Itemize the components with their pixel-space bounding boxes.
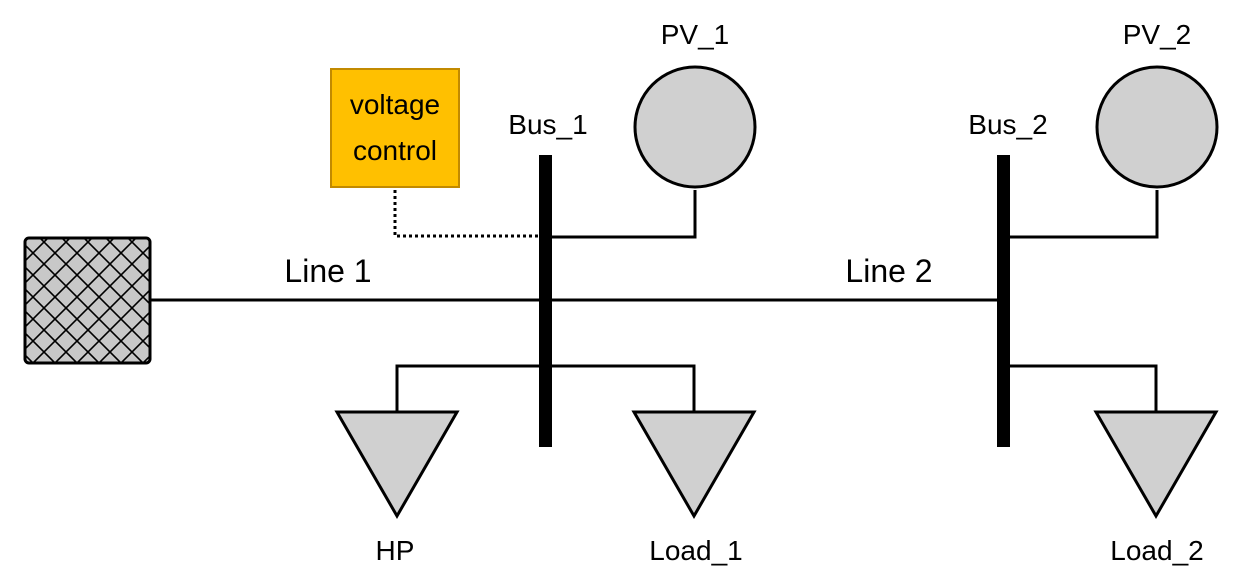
external-grid: [23, 236, 152, 365]
load-2-triangle: [1093, 410, 1219, 520]
line-1-label: Line 1: [284, 253, 371, 289]
load-2-label: Load_2: [1110, 535, 1203, 566]
bus-1-label: Bus_1: [508, 109, 587, 140]
voltage-control-line-2: control: [352, 135, 438, 166]
hp-connection: [395, 364, 545, 412]
pv-2-label: PV_2: [1123, 19, 1192, 50]
voltage-control-link: [393, 190, 541, 238]
load-1-triangle: [631, 410, 757, 520]
hp-load-triangle: [334, 410, 460, 520]
pv-1-generator: [633, 65, 757, 189]
pv-2-generator: [1095, 65, 1219, 189]
bus-2-bar: [997, 155, 1010, 447]
line-2-label: Line 2: [845, 253, 932, 289]
pv-1-connection: [545, 190, 697, 239]
bus-2-label: Bus_2: [968, 109, 1047, 140]
load-1-label: Load_1: [649, 535, 742, 566]
load-1-connection: [545, 364, 696, 412]
load-2-connection: [1004, 364, 1158, 412]
voltage-control-box: voltage control: [330, 68, 460, 188]
bus-1-bar: [539, 155, 552, 447]
pv-2-connection: [1004, 190, 1159, 239]
pv-1-label: PV_1: [661, 19, 730, 50]
hp-label: HP: [376, 535, 415, 566]
voltage-control-line-1: voltage: [349, 89, 441, 120]
